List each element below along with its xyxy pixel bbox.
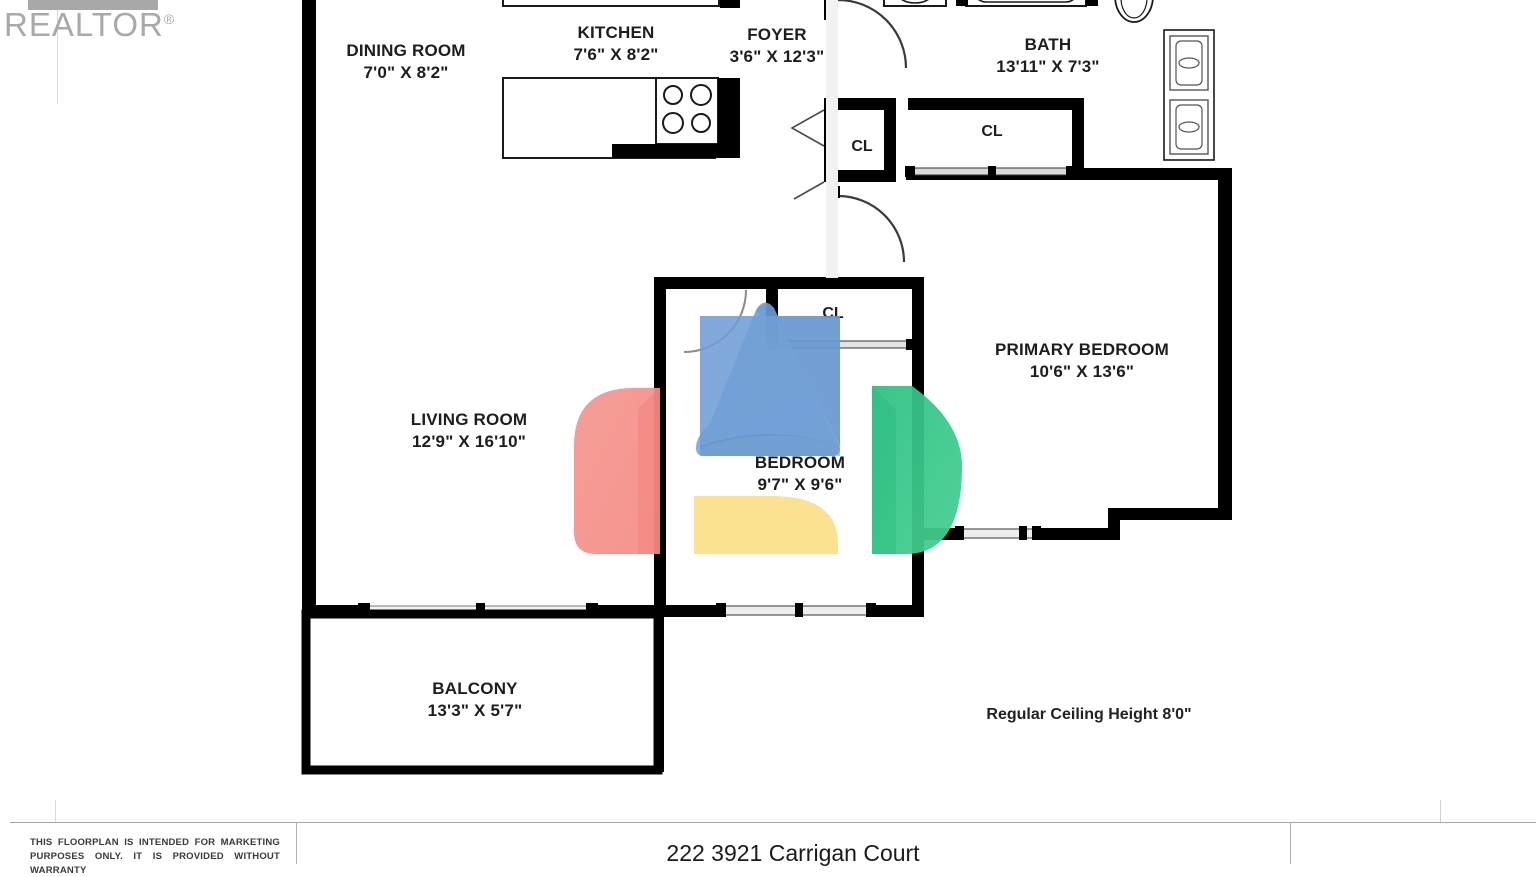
footer-left-stub <box>55 800 56 822</box>
footer-divider-right <box>1290 822 1291 864</box>
balcony-divider-wall <box>654 610 664 772</box>
foyer-floor-strip <box>826 0 838 278</box>
bifold-closet-indicator-2 <box>793 181 825 200</box>
marketing-disclaimer: THIS FLOORPLAN IS INTENDED FOR MARKETING… <box>30 837 280 876</box>
footer-top-rule <box>10 822 1536 823</box>
footer-divider-left <box>296 822 297 864</box>
bath-fixtures <box>883 0 1215 161</box>
door-hinge <box>838 186 840 198</box>
footer-right-stub <box>1440 800 1441 822</box>
page-footer: THIS FLOORPLAN IS INTENDED FOR MARKETING… <box>0 800 1536 876</box>
balcony-outline <box>301 609 663 775</box>
kitchen-fixtures <box>502 0 740 159</box>
bifold-closet-indicator <box>790 109 825 147</box>
property-address: 222 3921 Carrigan Court <box>666 840 920 866</box>
